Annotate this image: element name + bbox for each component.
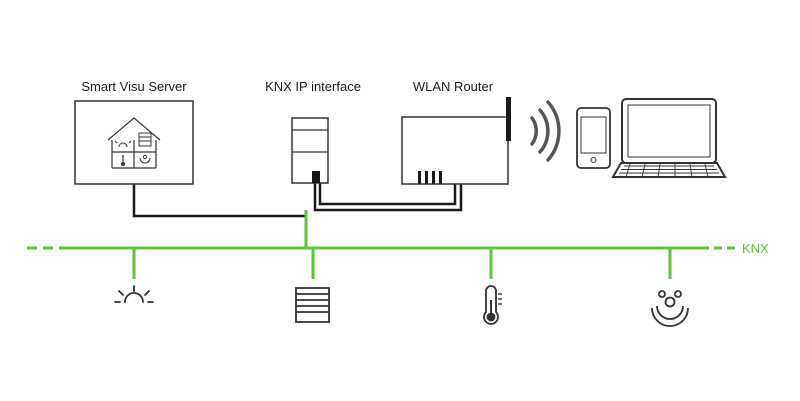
- smartphone-icon: [576, 107, 611, 169]
- interface-port-icon: [312, 171, 320, 183]
- knx-bus-label: KNX: [742, 241, 769, 256]
- router-label: WLAN Router: [413, 79, 494, 94]
- server-label: Smart Visu Server: [81, 79, 187, 94]
- laptop-icon: [611, 98, 727, 178]
- knx-interface-label: KNX IP interface: [265, 79, 361, 94]
- knx-ip-interface: [291, 117, 329, 184]
- thermometer-icon: [483, 285, 502, 325]
- knx-bus: [27, 210, 735, 279]
- light-icon: [114, 285, 154, 303]
- router-antenna-icon: [506, 97, 511, 141]
- presence-sensor-icon: [651, 290, 689, 327]
- wlan-router: [401, 97, 511, 185]
- router-cable-1: [313, 172, 463, 212]
- blinds-icon: [295, 287, 330, 323]
- ethernet-cables: [132, 172, 463, 218]
- wifi-signal-icon: [530, 100, 561, 162]
- router-cable-2: [318, 172, 457, 206]
- server-cable: [132, 184, 306, 218]
- server-house-icon: [107, 117, 161, 169]
- router-ports-icon: [418, 171, 442, 184]
- smart-visu-server: [74, 100, 194, 185]
